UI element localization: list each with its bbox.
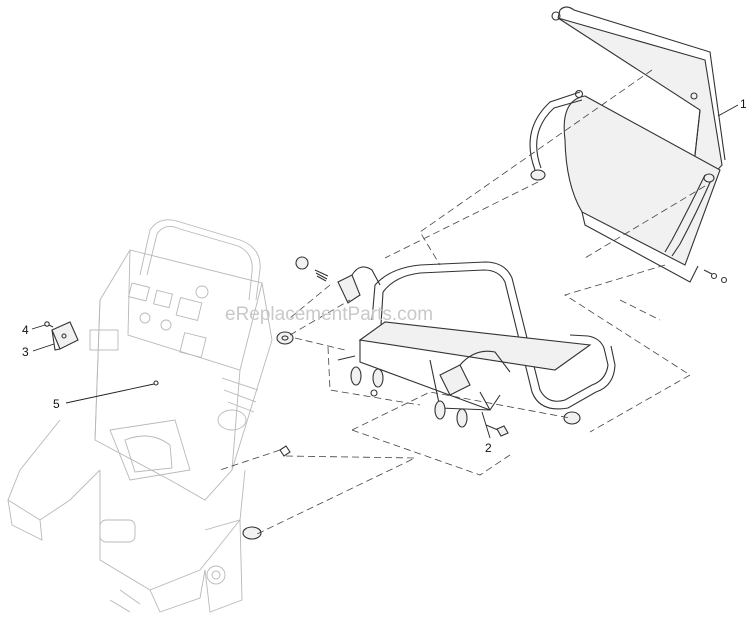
- screw-part-4: [44, 321, 54, 328]
- callout-4: 4: [22, 323, 46, 337]
- seat-assembly-part-1: [529, 6, 728, 284]
- callout-label-1: 1: [740, 97, 747, 111]
- cushion-frame-part-2: [337, 261, 616, 437]
- decal-part-5: [153, 380, 159, 386]
- callout-2: 2: [481, 411, 492, 455]
- assembly-guide-lines: [219, 69, 706, 536]
- callout-1: 1: [717, 97, 747, 117]
- machine-frame: [7, 219, 273, 613]
- bracket-part-3: [51, 321, 79, 351]
- callout-5: 5: [53, 383, 155, 411]
- console-hardware: [242, 256, 329, 540]
- callout-3: 3: [22, 343, 55, 359]
- callout-label-3: 3: [22, 345, 29, 359]
- callout-label-2: 2: [485, 441, 492, 455]
- watermark-text: eReplacementParts.com: [225, 304, 433, 325]
- callout-label-5: 5: [53, 397, 60, 411]
- callout-label-4: 4: [22, 323, 29, 337]
